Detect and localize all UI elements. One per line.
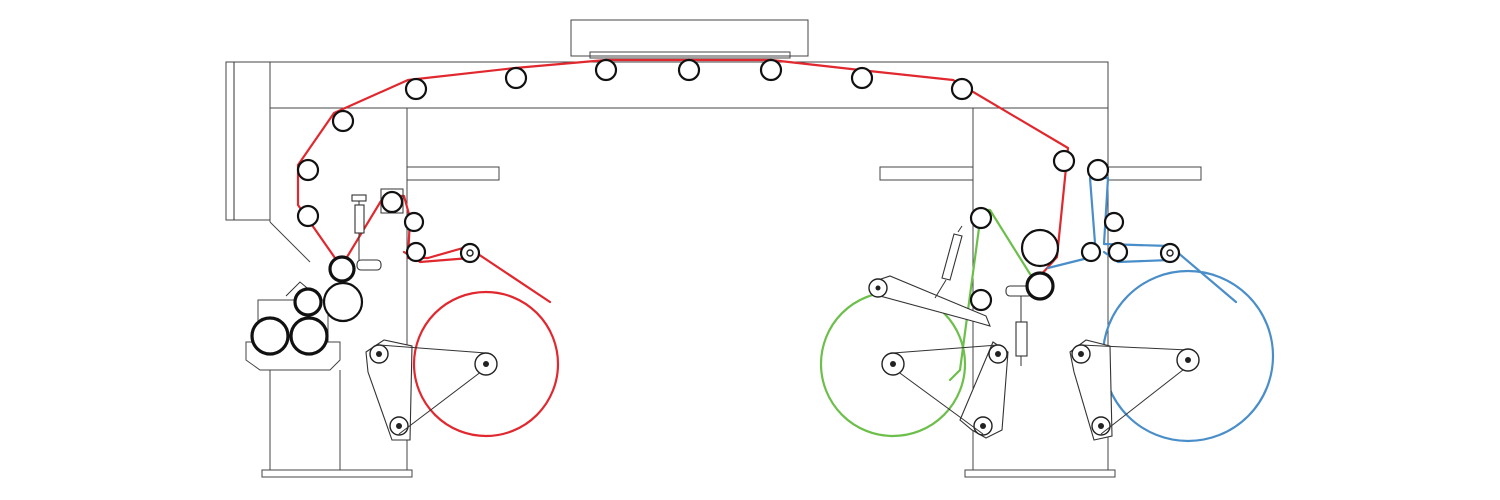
blue-swing-arm [1069,339,1113,441]
left-shelf [406,166,500,181]
red-reel [412,290,560,438]
swing-arms [351,188,1189,441]
top-cover-base [589,51,791,59]
left-side-panel [225,61,271,221]
cylinder-left [351,194,367,262]
red-web [296,58,1070,278]
right-foot [964,469,1116,478]
cylinder-right [1015,292,1028,366]
rollers [250,58,1200,376]
left-swing-arm [365,339,413,441]
nip-housing [245,299,341,371]
left-foot [261,469,413,478]
right-shelf-left [879,166,974,181]
right-shelf-right [1107,166,1202,181]
cylinder-green [934,225,963,299]
bracket-left [356,259,382,271]
top-cover [570,19,809,57]
green-swing-arm [959,341,1009,439]
red-web-left-loop [342,194,552,304]
